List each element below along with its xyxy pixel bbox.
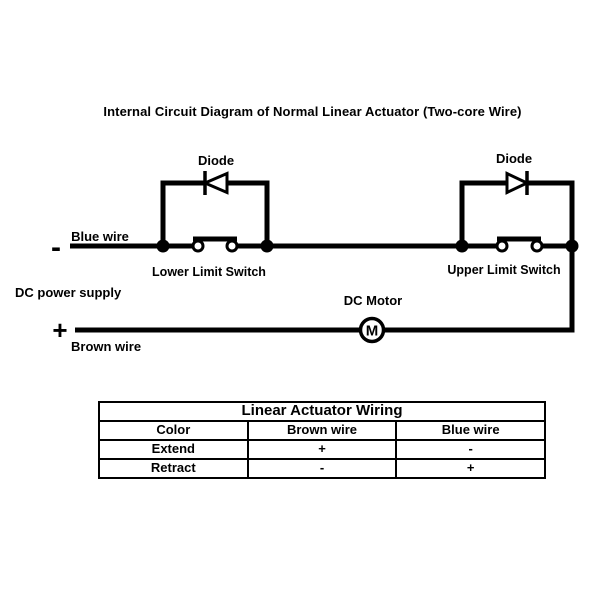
motor-m-letter: M xyxy=(366,323,379,340)
junction-dots xyxy=(156,239,579,253)
diode-left-symbol xyxy=(201,171,229,195)
table-row-extend: Extend + - xyxy=(98,438,546,460)
extend-blue-polarity: - xyxy=(395,438,546,460)
blue-wire-label: Blue wire xyxy=(71,229,129,244)
dc-motor-label: DC Motor xyxy=(344,293,403,308)
column-header-color: Color xyxy=(98,419,249,441)
table-title-row: Linear Actuator Wiring xyxy=(98,401,546,422)
column-header-brown-wire: Brown wire xyxy=(246,419,398,441)
wiring-table-title: Linear Actuator Wiring xyxy=(98,401,546,422)
retract-label: Retract xyxy=(98,457,249,479)
table-row-retract: Retract - + xyxy=(98,457,546,479)
table-header-row: Color Brown wire Blue wire xyxy=(98,419,546,441)
column-header-blue-wire: Blue wire xyxy=(395,419,546,441)
plus-terminal: + xyxy=(52,315,67,345)
diode-left-label: Diode xyxy=(198,153,234,168)
wiring-table: Linear Actuator Wiring Color Brown wire … xyxy=(98,401,546,479)
diagram-title: Internal Circuit Diagram of Normal Linea… xyxy=(103,104,522,119)
upper-limit-switch-symbol xyxy=(495,236,544,253)
circuit-diagram: M Diode Diode Blue wire - Lower Limit Sw… xyxy=(15,151,579,354)
minus-terminal: - xyxy=(51,231,61,264)
left-diode-loop xyxy=(160,171,270,248)
retract-brown-polarity: - xyxy=(246,457,398,479)
lower-limit-switch-label: Lower Limit Switch xyxy=(152,265,266,279)
lower-limit-switch-symbol xyxy=(191,236,239,253)
right-diode-loop xyxy=(459,171,575,248)
motor-symbol: M xyxy=(358,316,386,344)
diode-right-symbol xyxy=(505,171,531,195)
extend-label: Extend xyxy=(98,438,249,460)
extend-brown-polarity: + xyxy=(246,438,398,460)
retract-blue-polarity: + xyxy=(395,457,546,479)
brown-wire-label: Brown wire xyxy=(71,339,141,354)
upper-limit-switch-label: Upper Limit Switch xyxy=(447,263,560,277)
dc-power-supply-label: DC power supply xyxy=(15,285,122,300)
diode-right-label: Diode xyxy=(496,151,532,166)
